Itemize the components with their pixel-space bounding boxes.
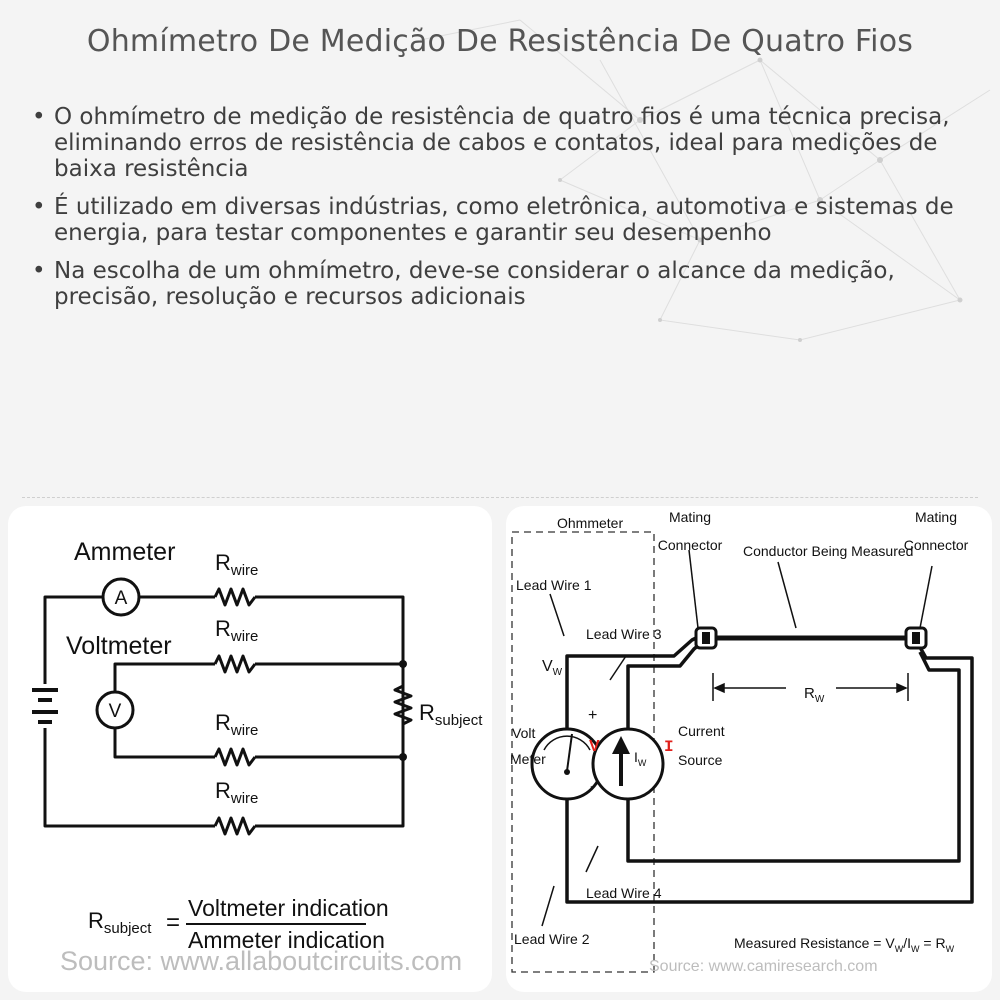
rsubject-label: Rsubject xyxy=(419,700,483,729)
pointer-line xyxy=(919,565,933,629)
bullet-text: É utilizado em diversas indústrias, como… xyxy=(54,194,954,246)
bullet-dot: • xyxy=(32,258,46,284)
volt-meter-label-line2: Meter xyxy=(510,751,546,767)
formula-lhs: Rsubject xyxy=(88,908,152,937)
current-source-label-line1: Current xyxy=(678,723,725,739)
ohmmeter-label: Ohmmeter xyxy=(557,515,623,531)
ammeter-letter: A xyxy=(115,588,128,609)
bullet-list: • O ohmímetro de medição de resistência d… xyxy=(32,104,972,322)
lead-wire-4-label: Lead Wire 4 xyxy=(586,885,662,901)
voltmeter-label: Voltmeter xyxy=(66,632,172,660)
lead-wire-2-label: Lead Wire 2 xyxy=(514,931,590,947)
section-divider xyxy=(22,497,978,498)
rwire-label-4: Rwire xyxy=(215,778,258,807)
volt-meter-label-line1: Volt xyxy=(512,725,535,741)
minus-sign: - xyxy=(590,778,595,795)
ammeter-label: Ammeter xyxy=(74,538,175,566)
junction-dot xyxy=(399,660,407,668)
lead-wire-1-label: Lead Wire 1 xyxy=(516,577,592,593)
page-title: Ohmímetro De Medição De Resistência De Q… xyxy=(86,24,914,59)
pointer-line xyxy=(549,593,565,637)
i-red-label: I xyxy=(664,738,674,756)
mating-connector-left xyxy=(694,626,718,650)
plus-sign: + xyxy=(588,707,597,724)
battery-symbol xyxy=(32,688,58,724)
pointer-line xyxy=(609,655,627,681)
pointer-line xyxy=(688,549,699,629)
rw-dimension-arrow xyxy=(712,673,909,701)
pointer-line xyxy=(541,885,555,927)
conductor-label: Conductor Being Measured xyxy=(743,543,913,559)
bullet-dot: • xyxy=(32,194,46,220)
rwire-label-2: Rwire xyxy=(215,616,258,645)
mating-connector-right-line1: Mating xyxy=(915,509,957,525)
bullet-item: • O ohmímetro de medição de resistência d… xyxy=(32,104,972,182)
pointer-line xyxy=(585,845,599,873)
bullet-item: • Na escolha de um ohmímetro, deve-se con… xyxy=(32,258,972,310)
four-wire-circuit-diagram: A V Ammeter Voltmeter Rwire Rwire Rwire … xyxy=(32,538,483,953)
mating-connector-right xyxy=(904,626,928,650)
rwire-label-1: Rwire xyxy=(215,550,258,579)
vw-label: VW xyxy=(542,658,563,678)
source-credit-left: Source: www.allaboutcircuits.com xyxy=(60,946,463,976)
bullet-dot: • xyxy=(32,104,46,130)
ohmmeter-diagram-panel: Ohmmeter Mating Connector Mating Connect… xyxy=(506,506,992,992)
voltmeter-letter: V xyxy=(109,701,122,722)
ammeter-symbol xyxy=(101,577,141,617)
source-credit-right: Source: www.camiresearch.com xyxy=(649,958,878,975)
measured-resistance-formula: Measured Resistance = VW/IW = RW xyxy=(734,935,955,954)
iw-label: IW xyxy=(634,749,647,768)
mating-connector-right-line2: Connector xyxy=(904,537,969,553)
rw-label: RW xyxy=(804,685,825,705)
formula-equals: = xyxy=(166,909,180,936)
mating-connector-left-line1: Mating xyxy=(669,509,711,525)
bullet-text: O ohmímetro de medição de resistência de… xyxy=(54,104,950,182)
mating-connector-left-line2: Connector xyxy=(658,537,723,553)
subject-resistor xyxy=(393,684,413,726)
lead-wire-3-label: Lead Wire 3 xyxy=(586,626,662,642)
bullet-item: • É utilizado em diversas indústrias, com… xyxy=(32,194,972,246)
junction-dot xyxy=(399,753,407,761)
pointer-line xyxy=(777,561,797,629)
ohmmeter-wiring-diagram: Ohmmeter Mating Connector Mating Connect… xyxy=(510,509,974,973)
formula-denominator: Ammeter indication xyxy=(188,927,385,953)
formula-numerator: Voltmeter indication xyxy=(188,895,389,921)
bullet-text: Na escolha de um ohmímetro, deve-se cons… xyxy=(54,258,895,310)
voltmeter-symbol xyxy=(95,690,135,730)
current-source-label-line2: Source xyxy=(678,752,723,768)
background-network-graphic xyxy=(419,19,991,342)
rwire-label-3: Rwire xyxy=(215,710,258,739)
four-wire-circuit-panel: A V Ammeter Voltmeter Rwire Rwire Rwire … xyxy=(8,506,492,992)
current-source-symbol xyxy=(591,727,665,801)
v-red-label: V xyxy=(589,738,600,755)
